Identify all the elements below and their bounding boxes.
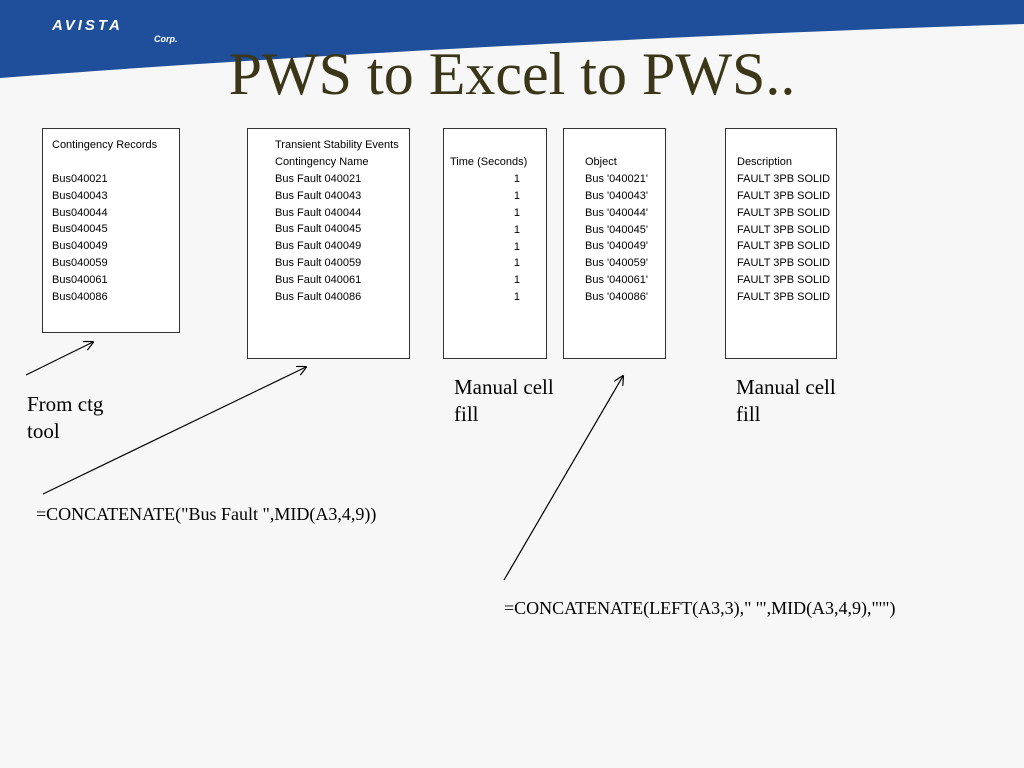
contingency-record: Bus040061 (52, 274, 108, 287)
contingency-records-header: Contingency Records (52, 139, 158, 151)
transient-events-column: Transient Stability Events Contingency N… (275, 137, 399, 306)
object-item: Bus '040059' (585, 257, 648, 270)
time-value: 1 (513, 189, 520, 202)
transient-events-box (247, 128, 410, 359)
logo-text: AVISTA (52, 17, 123, 34)
object-item: Bus '040021' (585, 172, 648, 185)
contingency-record: Bus040059 (52, 257, 108, 270)
contingency-record: Bus040044 (52, 206, 108, 219)
contingency-record: Bus040043 (52, 189, 108, 202)
description-item: FAULT 3PB SOLID (737, 189, 831, 202)
bus-fault-item: Bus Fault 040044 (275, 206, 362, 219)
description-item: FAULT 3PB SOLID (737, 291, 831, 304)
transient-events-header: Transient Stability Events (275, 139, 399, 151)
object-item: Bus '040049' (585, 240, 648, 253)
time-values-column: 1 1 1 1 1 1 1 1 (450, 171, 520, 306)
object-header: Object (585, 156, 617, 168)
description-item: FAULT 3PB SOLID (737, 274, 831, 287)
bus-fault-item: Bus Fault 040059 (275, 257, 362, 270)
description-box (725, 128, 837, 359)
bus-fault-item: Bus Fault 040043 (275, 189, 362, 202)
description-item: FAULT 3PB SOLID (737, 240, 831, 253)
time-value: 1 (513, 274, 520, 287)
contingency-record: Bus040086 (52, 291, 108, 304)
arrow-to-contingency-records (25, 342, 93, 376)
object-formula: =CONCATENATE(LEFT(A3,3)," '",MID(A3,4,9)… (504, 598, 896, 618)
time-header: Time (Seconds) (450, 156, 528, 168)
time-value: 1 (513, 240, 520, 253)
object-box (563, 128, 666, 359)
object-item: Bus '040045' (585, 223, 648, 236)
description-item: FAULT 3PB SOLID (737, 206, 831, 219)
time-box (443, 128, 547, 359)
header-band (0, 0, 1024, 78)
object-item: Bus '040086' (585, 291, 648, 304)
description-item: FAULT 3PB SOLID (737, 257, 831, 270)
bus-fault-item: Bus Fault 040045 (275, 223, 362, 236)
contingency-name-header: Contingency Name (275, 155, 369, 168)
object-item: Bus '040061' (585, 274, 648, 287)
time-value: 1 (513, 206, 520, 219)
contingency-record: Bus040045 (52, 223, 108, 236)
bus-fault-item: Bus Fault 040086 (275, 291, 362, 304)
bus-fault-item: Bus Fault 040061 (275, 274, 362, 287)
time-column: Time (Seconds) (450, 154, 527, 171)
object-column: Object Bus '040021' Bus '040043' Bus '04… (585, 154, 648, 306)
contingency-record: Bus040049 (52, 240, 108, 253)
bus-fault-formula: =CONCATENATE("Bus Fault ",MID(A3,4,9)) (36, 504, 377, 524)
description-column: Description FAULT 3PB SOLID FAULT 3PB SO… (737, 154, 830, 306)
object-item: Bus '040044' (585, 206, 648, 219)
description-item: FAULT 3PB SOLID (737, 172, 831, 185)
time-value: 1 (513, 257, 520, 270)
avista-logo: AVISTA Corp. (52, 17, 178, 45)
object-item: Bus '040043' (585, 189, 648, 202)
bus-fault-item: Bus Fault 040021 (275, 172, 362, 185)
description-item: FAULT 3PB SOLID (737, 223, 831, 236)
time-value: 1 (513, 291, 520, 304)
slide-title: PWS to Excel to PWS.. (228, 41, 796, 107)
logo-sub-text: Corp. (154, 34, 178, 44)
contingency-records-column: Contingency Records Bus040021 Bus040043 … (52, 137, 157, 306)
time-value: 1 (513, 223, 520, 236)
manual-cell-fill-description-note: Manual cell fill (736, 375, 836, 426)
contingency-records-box (42, 128, 180, 333)
from-ctg-tool-note: From ctg tool (27, 392, 104, 443)
time-value: 1 (513, 173, 520, 185)
contingency-record: Bus040021 (52, 172, 108, 185)
manual-cell-fill-time-note: Manual cell fill (454, 375, 554, 426)
description-header: Description (737, 156, 793, 168)
bus-fault-item: Bus Fault 040049 (275, 240, 362, 253)
